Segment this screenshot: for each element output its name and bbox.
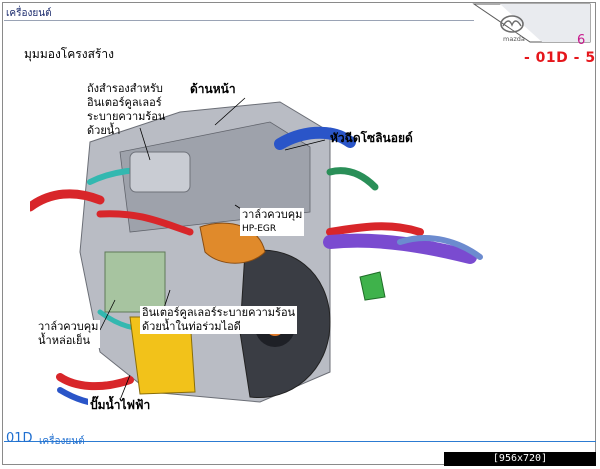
label-intercooler-tank-line-2: อินเตอร์คูลเลอร์ bbox=[87, 96, 162, 109]
footer-code: 01D bbox=[6, 431, 33, 446]
mazda-emblem-icon bbox=[500, 15, 524, 33]
mazda-logo: mazda bbox=[472, 3, 591, 43]
label-electric-water-pump: ปั๊มน้ำไฟฟ้า bbox=[88, 398, 153, 412]
label-intercooler-tank-line-3: ระบายความร้อน bbox=[87, 110, 166, 123]
label-manifold-intercooler: อินเตอร์คูลเลอร์ระบายความร้อน ด้วยน้ำในท… bbox=[140, 306, 298, 334]
label-intercooler-tank: ถังสำรองสำหรับ อินเตอร์คูลเลอร์ ระบายควา… bbox=[87, 82, 165, 138]
slide-subtitle: มุมมองโครงสร้าง bbox=[24, 47, 114, 61]
label-front: ด้านหน้า bbox=[190, 82, 236, 96]
slide-frame bbox=[2, 2, 596, 465]
label-intercooler-tank-line-1: ถังสำรองสำหรับ bbox=[87, 82, 163, 95]
logo-wordmark: mazda bbox=[503, 35, 525, 43]
label-hp-egr-valve-line-1: วาล์วควบคุม bbox=[242, 208, 303, 221]
label-manifold-intercooler-line-1: อินเตอร์คูลเลอร์ระบายความร้อน bbox=[142, 306, 296, 319]
section-code: - 01D - 5 bbox=[524, 50, 596, 66]
label-hp-egr-valve-line-2: HP-EGR bbox=[242, 224, 277, 234]
watermark: [956x720] https://uplc.me/ bbox=[444, 452, 596, 469]
label-coolant-control-valve: วาล์วควบคุม น้ำหล่อเย็น bbox=[36, 320, 101, 348]
header-divider bbox=[4, 20, 474, 21]
page-number: 6 bbox=[577, 33, 586, 48]
label-intercooler-tank-line-4: ด้วยน้ำ bbox=[87, 124, 121, 137]
label-hp-egr-valve: วาล์วควบคุม HP-EGR bbox=[240, 208, 305, 236]
footer-divider bbox=[4, 441, 596, 442]
label-manifold-intercooler-line-2: ด้วยน้ำในท่อร่วมไอดี bbox=[142, 320, 241, 333]
footer-section: เครื่องยนต์ bbox=[39, 436, 85, 447]
header-title: เครื่องยนต์ bbox=[6, 8, 52, 19]
label-coolant-control-valve-line-2: น้ำหล่อเย็น bbox=[38, 334, 91, 347]
label-solenoid-injector: หัวฉีดโซลินอยด์ bbox=[330, 131, 413, 145]
label-coolant-control-valve-line-1: วาล์วควบคุม bbox=[38, 320, 99, 333]
